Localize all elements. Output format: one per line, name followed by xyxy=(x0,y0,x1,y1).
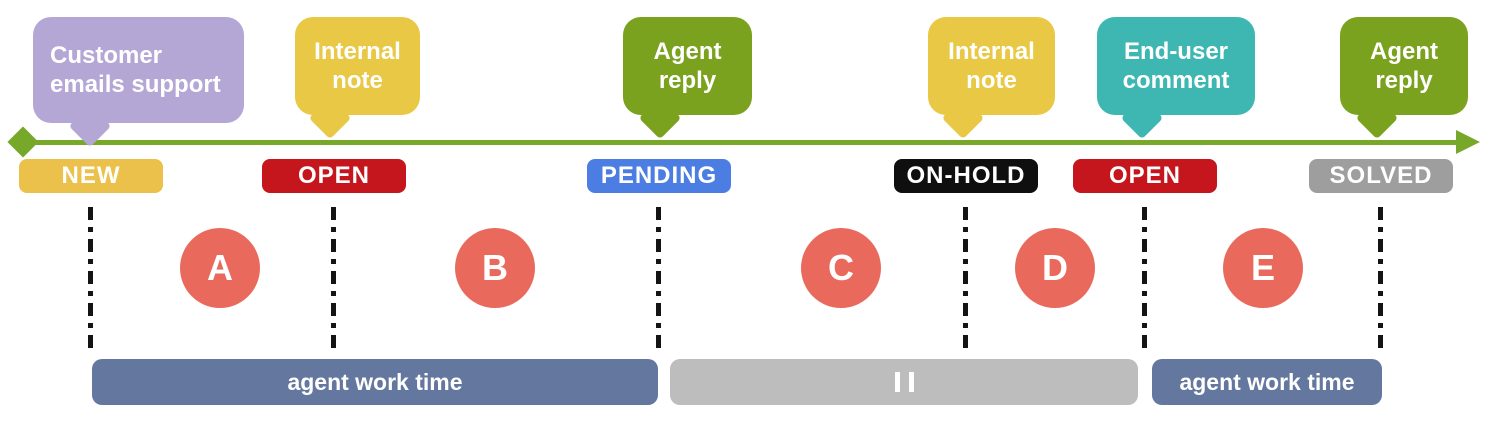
agent-work-time-bar-2: agent work time xyxy=(1152,359,1382,405)
bubble-end-user-comment: End-user comment xyxy=(1097,17,1255,140)
agent-work-time-bar-1: agent work time xyxy=(92,359,658,405)
interval-marker-a: A xyxy=(180,228,260,308)
status-badge-new: NEW xyxy=(19,159,163,193)
bubble-tail xyxy=(941,96,985,140)
bubble-agent-reply-2: Agent reply xyxy=(1340,17,1468,140)
guide-line-3 xyxy=(656,207,661,348)
guide-line-4 xyxy=(963,207,968,348)
guide-line-5 xyxy=(1142,207,1147,348)
paused-time-bar xyxy=(670,359,1138,405)
bar-label: agent work time xyxy=(1179,368,1355,395)
pause-icon xyxy=(908,372,914,392)
guide-line-2 xyxy=(331,207,336,348)
bar-label: agent work time xyxy=(287,368,463,395)
status-badge-solved: SOLVED xyxy=(1309,159,1453,193)
bubble-label: Internal note xyxy=(314,38,401,94)
interval-marker-c: C xyxy=(801,228,881,308)
bubble-label: Agent reply xyxy=(1370,38,1438,94)
timeline-axis xyxy=(30,140,1462,145)
interval-marker-d: D xyxy=(1015,228,1095,308)
bubble-internal-note-1: Internal note xyxy=(295,17,420,140)
pause-icon xyxy=(894,372,900,392)
guide-line-1 xyxy=(88,207,93,348)
timeline-arrow-icon xyxy=(1456,130,1480,154)
guide-line-6 xyxy=(1378,207,1383,348)
bubble-tail xyxy=(638,96,682,140)
bubble-agent-reply-1: Agent reply xyxy=(623,17,752,140)
bubble-tail xyxy=(1355,96,1399,140)
interval-marker-e: E xyxy=(1223,228,1303,308)
status-badge-open-1: OPEN xyxy=(262,159,406,193)
bubble-customer-emails-support: Customer emails support xyxy=(33,17,244,148)
bubble-tail xyxy=(1120,96,1164,140)
interval-marker-b: B xyxy=(455,228,535,308)
timeline-start-diamond-icon xyxy=(7,126,39,158)
status-badge-open-2: OPEN xyxy=(1073,159,1217,193)
bubble-label: Internal note xyxy=(948,38,1035,94)
bubble-internal-note-2: Internal note xyxy=(928,17,1055,140)
status-badge-pending: PENDING xyxy=(587,159,731,193)
status-badge-on-hold: ON-HOLD xyxy=(894,159,1038,193)
bubble-tail xyxy=(308,96,352,140)
bubble-label: Agent reply xyxy=(653,38,722,94)
bubble-label: End-user comment xyxy=(1122,38,1230,94)
bubble-label: Customer emails support xyxy=(50,42,221,98)
